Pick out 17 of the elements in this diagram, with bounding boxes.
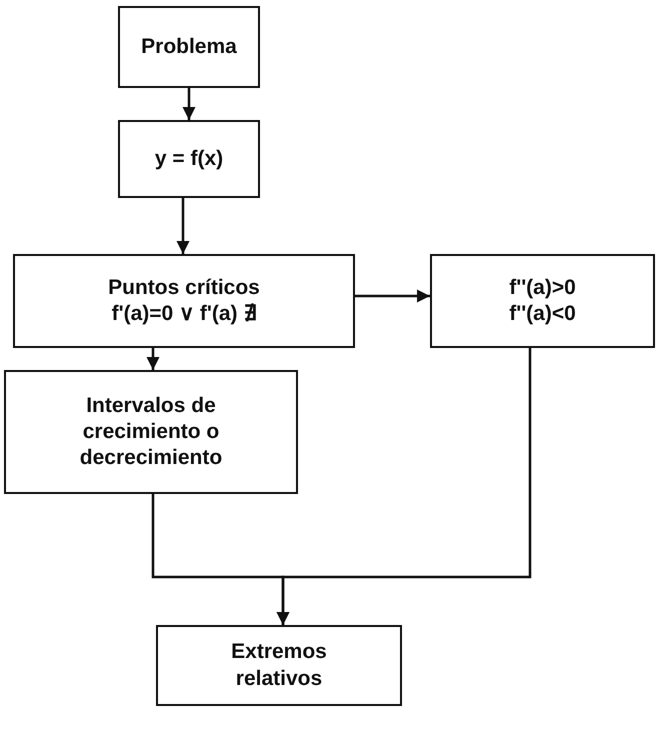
process-box: [13, 254, 355, 348]
box-label: Extremos relativos: [230, 639, 328, 692]
arrow: [276, 348, 532, 625]
box-label: Problema: [141, 34, 237, 60]
box-label: Puntos críticos f'(a)=0 ∨ f'(a) ∄: [107, 274, 261, 327]
process-box: [118, 120, 260, 198]
box-label: y = f(x): [154, 146, 224, 172]
arrow: [146, 348, 160, 370]
arrow: [355, 290, 430, 302]
arrow: [182, 88, 196, 120]
box-label: Intervalos de crecimiento o decrecimiento: [78, 392, 224, 472]
arrow: [176, 198, 190, 254]
process-box: [430, 254, 655, 348]
box-label: f''(a)>0 f''(a)<0: [508, 274, 577, 327]
process-box: [118, 6, 260, 88]
process-box: [4, 370, 298, 494]
process-box: [156, 625, 402, 706]
